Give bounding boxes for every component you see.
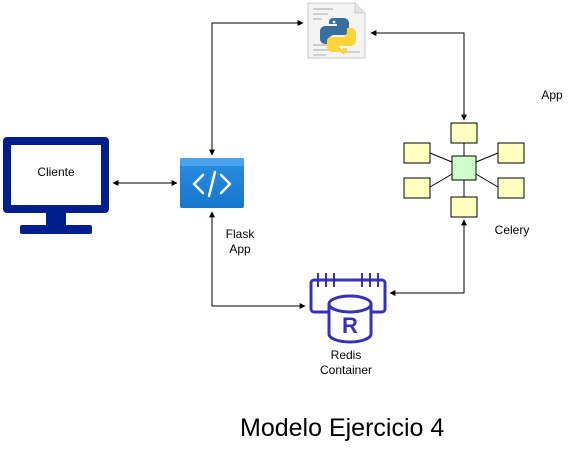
cluster-icon xyxy=(403,122,525,218)
flask-label: Flask App xyxy=(225,227,255,256)
edge-flask-app xyxy=(209,20,304,156)
monitor-icon xyxy=(3,137,109,234)
diagram-title: Modelo Ejercicio 4 xyxy=(240,414,445,442)
redis-container-icon: R xyxy=(309,273,387,344)
code-icon xyxy=(180,158,244,208)
client-label: Cliente xyxy=(37,165,75,179)
edge-flask-redis xyxy=(209,211,306,309)
edge-celery-redis xyxy=(389,219,467,296)
celery-label: Celery xyxy=(494,223,530,237)
python-file-icon xyxy=(307,2,366,59)
redis-label: Redis Container xyxy=(319,348,373,377)
redis-letter: R xyxy=(342,313,358,338)
edge-app-celery xyxy=(370,30,467,121)
app-label: App xyxy=(541,88,563,102)
